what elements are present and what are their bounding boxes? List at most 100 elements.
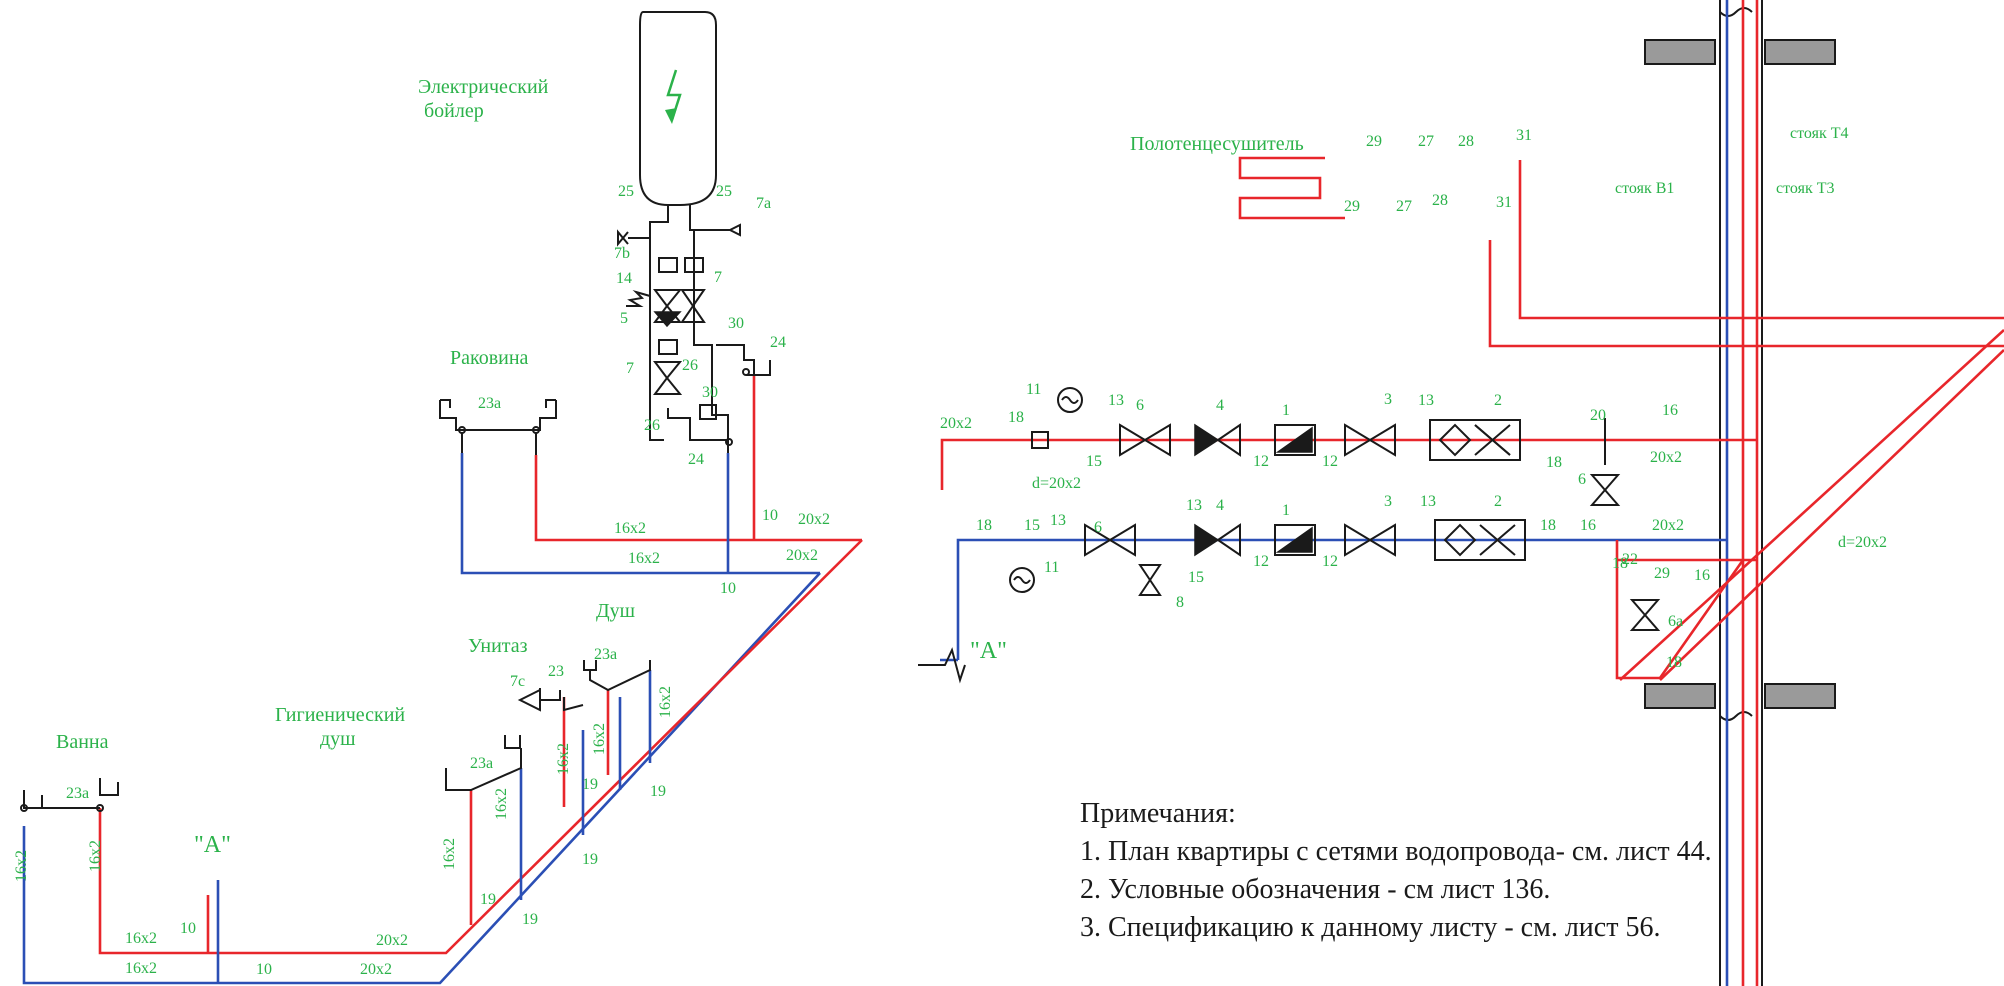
wall-top-right: [1764, 39, 1836, 65]
item-29: 29: [1654, 565, 1670, 582]
mark-a-right: "А": [970, 638, 1007, 664]
item-30: 30: [702, 384, 718, 401]
towel-dryer-supply: [1518, 160, 2004, 320]
item-12: 12: [1322, 553, 1338, 570]
break-mark: [918, 647, 966, 684]
item-10: 10: [256, 961, 272, 978]
item-25: 25: [716, 183, 732, 200]
cold-main-bottom: [22, 572, 821, 985]
pipe-label-16: 16x2: [628, 550, 660, 567]
cold-branch-main: [956, 538, 1727, 660]
pipe-label-16-vertical: 16x2: [87, 840, 104, 872]
shower-label: Душ: [596, 600, 636, 622]
wall-bottom-right: [1764, 683, 1836, 709]
pipe-label-d20: d=20x2: [1032, 475, 1081, 492]
hot-branch-main: [940, 438, 1757, 490]
item-3: 3: [1384, 391, 1392, 408]
item-12: 12: [1322, 453, 1338, 470]
item-14: 14: [616, 270, 632, 287]
item-10: 10: [180, 920, 196, 937]
pipe-label-20: 20x2: [360, 961, 392, 978]
riser-t4-label: стояк Т4: [1790, 125, 1848, 142]
item-10: 10: [762, 507, 778, 524]
item-8: 8: [1176, 594, 1184, 611]
item-29: 29: [1344, 198, 1360, 215]
item-13: 13: [1420, 493, 1436, 510]
bypass-loop: [1615, 540, 1745, 680]
item-25: 25: [618, 183, 634, 200]
item-5: 5: [620, 310, 628, 327]
pipe-label-16-vertical: 16x2: [441, 838, 458, 870]
riser-b1-label: стояк В1: [1615, 180, 1674, 197]
wall-bottom-left: [1644, 683, 1716, 709]
sink-label: Раковина: [450, 347, 529, 369]
item-7a: 7a: [756, 195, 771, 212]
item-31: 31: [1496, 194, 1512, 211]
sink-fittings: [439, 399, 557, 455]
bottom-meter-line: [1009, 519, 1661, 631]
item-28: 28: [1458, 133, 1474, 150]
hyg-shower-label-line2: душ: [320, 728, 356, 750]
pipe-label-16-vertical: 16x2: [493, 788, 510, 820]
towel-dryer-label: Полотенцесушитель: [1130, 133, 1304, 155]
item-4: 4: [1216, 497, 1224, 514]
item-23a: 23a: [470, 755, 493, 772]
item-16: 16: [1662, 402, 1678, 419]
item-23a: 23a: [66, 785, 89, 802]
pipe-label-16: 16x2: [125, 930, 157, 947]
riser-t3-label: стояк Т3: [1776, 180, 1834, 197]
pipe-label-16-vertical: 16x2: [555, 743, 572, 775]
item-29: 29: [1366, 133, 1382, 150]
boiler-label-line1: Электрический: [418, 76, 549, 98]
item-11: 11: [1044, 559, 1059, 576]
item-27: 27: [1396, 198, 1412, 215]
item-6: 6: [1136, 397, 1144, 414]
item-26: 26: [644, 417, 660, 434]
item-15: 15: [1188, 569, 1204, 586]
item-19: 19: [650, 783, 666, 800]
lightning-icon: [666, 69, 682, 121]
item-1: 1: [1282, 402, 1290, 419]
pipe-label-16: 16x2: [614, 520, 646, 537]
towel-dryer-coil: [1238, 156, 1345, 220]
item-7b: 7b: [614, 245, 630, 262]
item-16: 16: [1694, 567, 1710, 584]
item-16: 16: [1580, 517, 1596, 534]
notes-item-1: 1. План квартиры с сетями водопровода- с…: [1080, 836, 1712, 867]
hot-diagonal: [1619, 329, 2004, 681]
item-24: 24: [770, 334, 786, 351]
item-19: 19: [480, 891, 496, 908]
notes-item-2: 2. Условные обозначения - см лист 136.: [1080, 874, 1550, 905]
item-15: 15: [1024, 517, 1040, 534]
item-23: 23: [548, 663, 564, 680]
item-19: 19: [522, 911, 538, 928]
boiler-label-line2: бойлер: [424, 100, 484, 122]
cold-to-sink: [460, 453, 820, 575]
item-2: 2: [1494, 493, 1502, 510]
item-30: 30: [728, 315, 744, 332]
item-6: 6: [1094, 519, 1102, 536]
item-15: 15: [1086, 453, 1102, 470]
item-13: 13: [1186, 497, 1202, 514]
item-6a: 6a: [1668, 613, 1683, 630]
hot-diagonal-2: [1659, 349, 2004, 681]
item-13: 13: [1050, 512, 1066, 529]
item-7c: 7c: [510, 673, 525, 690]
pipe-label-16: 16x2: [125, 960, 157, 977]
pipe-label-16-vertical: 16x2: [13, 850, 30, 882]
item-13: 13: [1108, 392, 1124, 409]
item-23a: 23a: [594, 646, 617, 663]
item-26: 26: [682, 357, 698, 374]
hot-main-bottom: [98, 539, 863, 955]
hyg-shower-label-line1: Гигиенический: [275, 704, 405, 726]
item-19: 19: [582, 776, 598, 793]
item-20: 20: [1590, 407, 1606, 424]
top-meter-line: [1031, 387, 1621, 506]
item-12: 12: [1253, 453, 1269, 470]
pipe-label-16-vertical: 16x2: [657, 686, 674, 718]
item-1: 1: [1282, 502, 1290, 519]
pipe-label-16-vertical: 16x2: [591, 723, 608, 755]
item-11: 11: [1026, 381, 1041, 398]
towel-dryer-return: [1488, 240, 2004, 348]
